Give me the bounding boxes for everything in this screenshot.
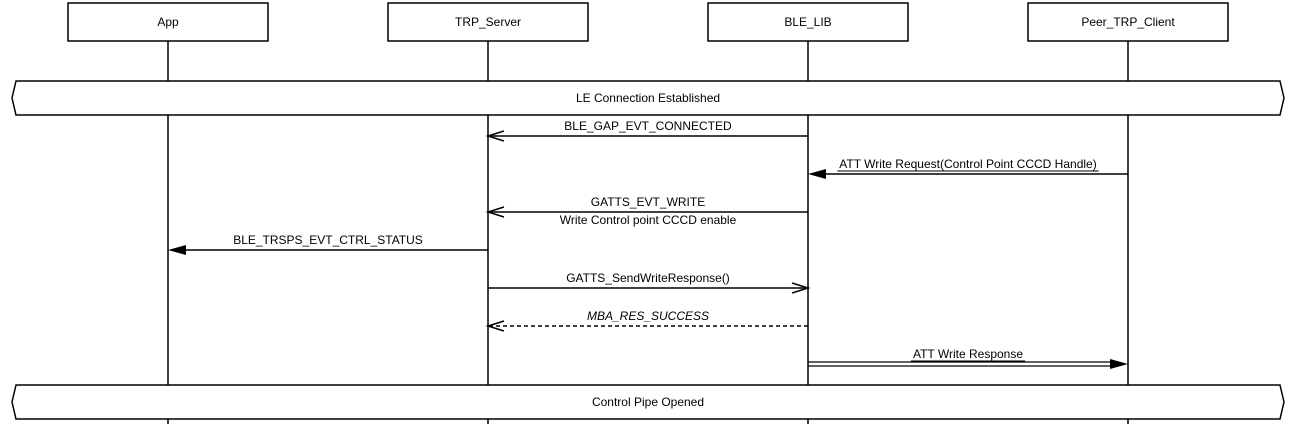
message-sublabel: Write Control point CCCD enable xyxy=(560,213,737,227)
participant-label: TRP_Server xyxy=(455,15,521,29)
message-arrow: MBA_RES_SUCCESS xyxy=(485,309,808,332)
message-arrow: ATT Write Response xyxy=(808,347,1128,369)
participant-app: App xyxy=(67,2,269,42)
message-arrow: GATTS_EVT_WRITE Write Control point CCCD … xyxy=(485,195,808,227)
message-arrow: GATTS_SendWriteResponse() xyxy=(488,271,811,294)
participant-label: Peer_TRP_Client xyxy=(1081,15,1175,29)
banner-connection-established: LE Connection Established xyxy=(11,80,1285,116)
message-label: BLE_TRSPS_EVT_CTRL_STATUS xyxy=(233,233,423,247)
participant-peer-trp-client: Peer_TRP_Client xyxy=(1027,2,1229,42)
message-arrow: ATT Write Request(Control Point CCCD Han… xyxy=(808,157,1128,179)
participant-ble-lib: BLE_LIB xyxy=(707,2,909,42)
participant-label: App xyxy=(157,15,179,29)
message-label: MBA_RES_SUCCESS xyxy=(587,309,709,323)
message-label: ATT Write Request(Control Point CCCD Han… xyxy=(839,157,1096,171)
message-label: GATTS_SendWriteResponse() xyxy=(566,271,730,285)
banner-label: LE Connection Established xyxy=(576,91,720,105)
messages: BLE_GAP_EVT_CONNECTED ATT Write Request(C… xyxy=(168,119,1128,369)
message-label: BLE_GAP_EVT_CONNECTED xyxy=(564,119,732,133)
message-label: GATTS_EVT_WRITE xyxy=(591,195,705,209)
banner-control-pipe-opened: Control Pipe Opened xyxy=(11,384,1285,420)
participant-trp-server: TRP_Server xyxy=(387,2,589,42)
message-label: ATT Write Response xyxy=(913,347,1023,361)
message-arrow: BLE_TRSPS_EVT_CTRL_STATUS xyxy=(168,233,488,255)
participant-label: BLE_LIB xyxy=(784,15,831,29)
message-arrow: BLE_GAP_EVT_CONNECTED xyxy=(485,119,808,142)
banner-label: Control Pipe Opened xyxy=(592,395,704,409)
